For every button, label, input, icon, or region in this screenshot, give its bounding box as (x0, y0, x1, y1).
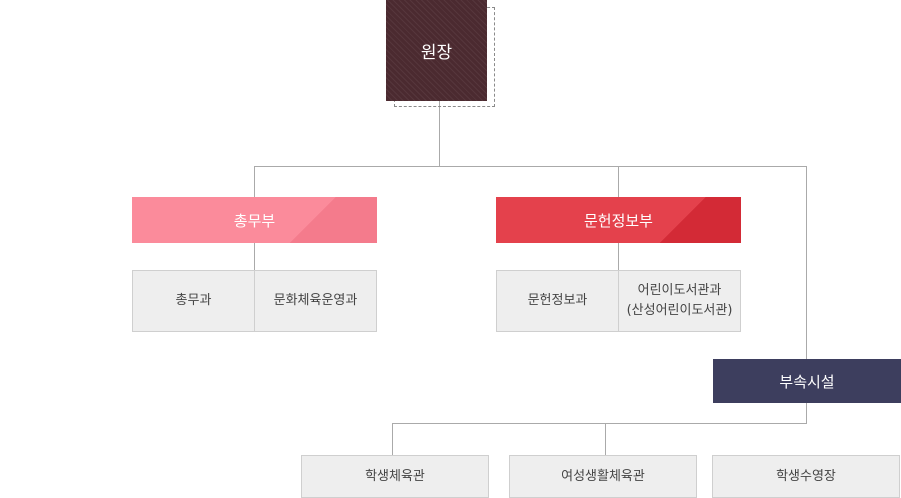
connector-to-affiliated (806, 166, 807, 359)
connector-affiliated-down (806, 403, 807, 423)
affiliated-facilities-label: 부속시설 (779, 372, 835, 391)
team-childrens-library-sublabel: (산성어린이도서관) (626, 303, 733, 318)
facility-student-pool-label: 학생수영장 (776, 468, 836, 484)
department-library-info-label: 문헌정보부 (583, 211, 653, 230)
team-childrens-library: 어린이도서관과 (산성어린이도서관) (618, 270, 741, 332)
facility-student-gym-label: 학생체육관 (365, 468, 425, 484)
team-childrens-library-label: 어린이도서관과 (637, 283, 722, 298)
facility-student-pool: 학생수영장 (712, 455, 900, 498)
director-box: 원장 (386, 0, 487, 101)
facility-women-sports-center-label: 여성생활체육관 (561, 468, 645, 484)
connector-to-general-affairs (254, 166, 255, 197)
director-label: 원장 (420, 43, 453, 63)
department-general-affairs: 총무부 (132, 197, 377, 243)
connector-library-info-teams (618, 243, 619, 270)
team-culture-sports-label: 문화체육운영과 (273, 293, 358, 308)
team-general-affairs: 총무과 (132, 270, 255, 332)
connector-facilities-horizontal (392, 423, 807, 424)
connector-facility-1 (392, 423, 393, 455)
connector-facility-2 (605, 423, 606, 455)
department-library-info: 문헌정보부 (496, 197, 741, 243)
team-library-info: 문헌정보과 (496, 270, 619, 332)
team-culture-sports: 문화체육운영과 (254, 270, 377, 332)
department-general-affairs-label: 총무부 (233, 211, 276, 230)
facility-student-gym: 학생체육관 (301, 455, 489, 498)
affiliated-facilities-header: 부속시설 (713, 359, 901, 403)
team-library-info-label: 문헌정보과 (527, 293, 588, 308)
facility-women-sports-center: 여성생활체육관 (509, 455, 697, 498)
connector-general-affairs-teams (254, 243, 255, 270)
connector-to-library-info (618, 166, 619, 197)
connector-director-down (439, 100, 440, 166)
team-general-affairs-label: 총무과 (175, 293, 212, 308)
connector-main-horizontal (254, 166, 807, 167)
